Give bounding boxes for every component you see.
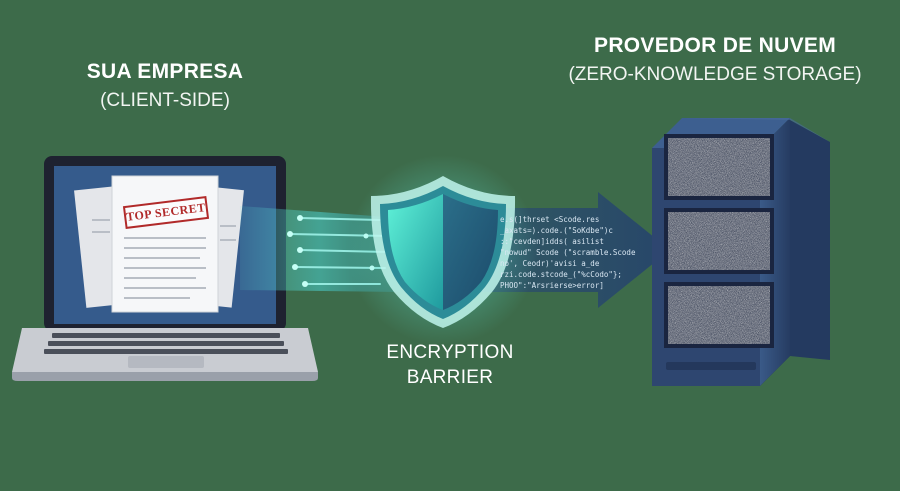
document-stack-icon: [74, 175, 244, 313]
ciphertext-line: no', Ceodr)'avisi a_de: [500, 259, 600, 268]
barrier-line-2: BARRIER: [406, 367, 494, 388]
server-bay-2: [664, 208, 774, 274]
cloud-title: PROVEDOR DE NUVEM: [594, 34, 836, 57]
ciphertext-line: rzi.code.stcode_("%cCodo"};: [500, 270, 622, 279]
shield-icon: [348, 155, 538, 345]
ciphertext-line: ::"cevden]idds( asilist: [500, 237, 604, 246]
barrier-line-1: ENCRYPTION: [386, 342, 514, 363]
ciphertext-line: "nowud" Scode ("scramble.Scode: [500, 248, 636, 257]
cloud-subtitle: (ZERO-KNOWLEDGE STORAGE): [568, 64, 862, 85]
laptop-trackpad: [128, 356, 204, 368]
cloud-label: PROVEDOR DE NUVEM (ZERO-KNOWLEDGE STORAG…: [550, 34, 880, 86]
ciphertext-line: PHOO":"Arsrierse>error]: [500, 281, 604, 290]
client-title: SUA EMPRESA: [86, 60, 244, 83]
server-rack-icon: [652, 118, 830, 386]
ciphertext-line: _axats=).code.("SoKdbe")c: [500, 226, 613, 235]
ciphertext-block: e.s(]thrset <Scode.res _axats=).code.("S…: [500, 214, 650, 291]
server-bay-1: [664, 134, 774, 200]
client-subtitle: (CLIENT-SIDE): [100, 90, 230, 111]
client-label: SUA EMPRESA (CLIENT-SIDE): [40, 60, 290, 112]
ciphertext-line: e.s(]thrset <Scode.res: [500, 215, 600, 224]
barrier-label: ENCRYPTION BARRIER: [360, 340, 540, 390]
server-bay-3: [664, 282, 774, 348]
